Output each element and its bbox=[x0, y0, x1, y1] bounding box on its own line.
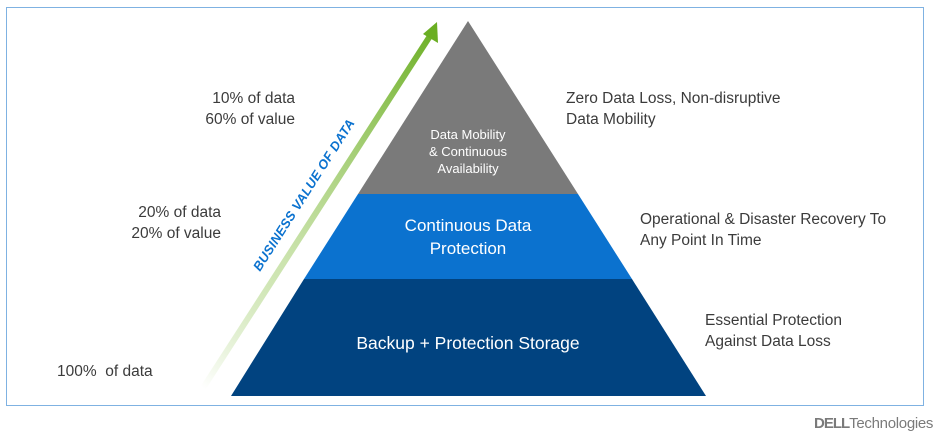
right-label-line: Data Mobility bbox=[566, 111, 656, 128]
pyramid-layer-middle bbox=[304, 194, 632, 279]
left-label-middle: 20% of data 20% of value bbox=[66, 202, 221, 244]
right-label-line: Operational & Disaster Recovery To bbox=[640, 211, 887, 228]
right-label-line: Any Point In Time bbox=[640, 232, 762, 249]
left-label-line: 20% of data bbox=[138, 204, 221, 221]
layer-top-label: Data Mobility & Continuous Availability bbox=[398, 126, 538, 177]
right-label-line: Against Data Loss bbox=[705, 333, 831, 350]
right-label-line: Zero Data Loss, Non-disruptive bbox=[566, 90, 781, 107]
dell-technologies-logo: DELLTechnologies bbox=[814, 415, 933, 432]
value-arrow-head-icon bbox=[423, 22, 438, 43]
layer-top-line: & Continuous bbox=[428, 144, 508, 159]
pyramid-layer-bottom bbox=[231, 279, 706, 396]
left-label-line: 20% of value bbox=[131, 225, 221, 242]
right-label-top: Zero Data Loss, Non-disruptive Data Mobi… bbox=[566, 88, 866, 130]
layer-middle-label: Continuous Data Protection bbox=[368, 214, 568, 260]
pyramid-layer-top bbox=[358, 21, 578, 194]
layer-middle-line: Continuous Data bbox=[404, 216, 532, 235]
right-label-middle: Operational & Disaster Recovery To Any P… bbox=[640, 209, 930, 251]
left-label-top: 10% of data 60% of value bbox=[140, 88, 295, 130]
left-label-line: 100% of data bbox=[57, 363, 153, 380]
left-label-line: 60% of value bbox=[205, 111, 295, 128]
left-label-line: 10% of data bbox=[212, 90, 295, 107]
logo-brand: DELL bbox=[814, 415, 850, 432]
value-arrow-shaft bbox=[200, 34, 433, 390]
layer-bottom-label: Backup + Protection Storage bbox=[318, 332, 618, 355]
diagram-frame bbox=[6, 7, 924, 406]
right-label-bottom: Essential Protection Against Data Loss bbox=[705, 310, 905, 352]
logo-suffix: Technologies bbox=[849, 415, 934, 432]
layer-top-line: Availability bbox=[437, 161, 499, 176]
layer-top-line: Data Mobility bbox=[430, 127, 506, 142]
layer-bottom-line: Backup + Protection Storage bbox=[356, 333, 580, 353]
left-label-bottom: 100% of data bbox=[57, 319, 217, 403]
right-label-line: Essential Protection bbox=[705, 312, 842, 329]
layer-middle-line: Protection bbox=[429, 239, 507, 258]
